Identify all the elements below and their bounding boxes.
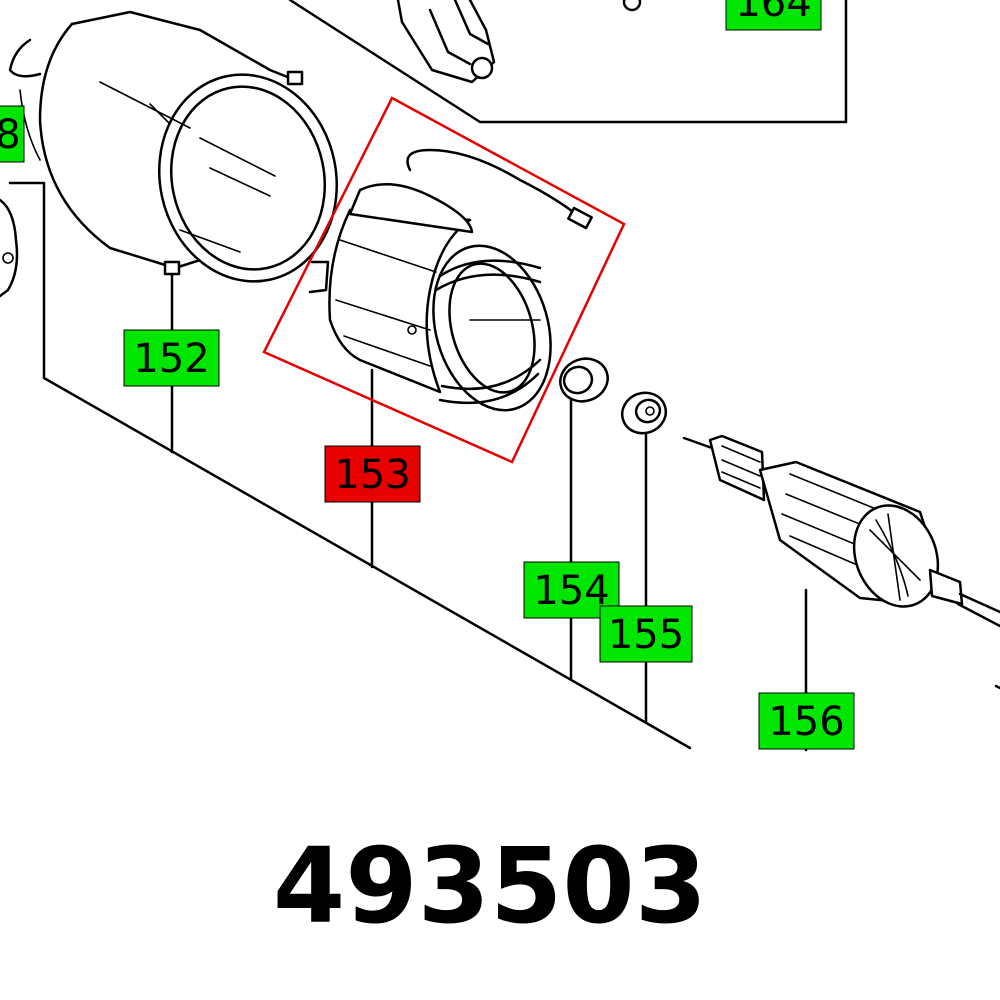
svg-text:152: 152: [133, 336, 209, 382]
svg-text:154: 154: [533, 568, 609, 614]
callout-148[interactable]: 8: [0, 105, 25, 163]
svg-text:155: 155: [608, 612, 684, 658]
handle-part-top: [396, 0, 642, 84]
callout-155[interactable]: 155: [599, 605, 693, 663]
svg-text:8: 8: [0, 112, 21, 158]
motor-housing-152: [8, 10, 339, 283]
armature-156: [682, 434, 1000, 690]
highlight-frame: [262, 96, 626, 464]
callout-152[interactable]: 152: [123, 329, 220, 387]
svg-text:156: 156: [768, 699, 844, 745]
left-fragment-part: [0, 198, 19, 298]
part-number: 493503: [273, 825, 707, 947]
callout-156[interactable]: 156: [758, 692, 855, 750]
washer-154: [559, 357, 609, 403]
assembly-lines: [8, 0, 848, 752]
callout-164[interactable]: 164: [725, 0, 822, 31]
callout-153[interactable]: 153: [324, 445, 421, 503]
bearing-155: [620, 391, 668, 435]
field-stator-153: [262, 96, 626, 464]
callout-154[interactable]: 154: [523, 561, 620, 619]
svg-text:164: 164: [735, 0, 811, 26]
svg-text:153: 153: [334, 452, 410, 498]
